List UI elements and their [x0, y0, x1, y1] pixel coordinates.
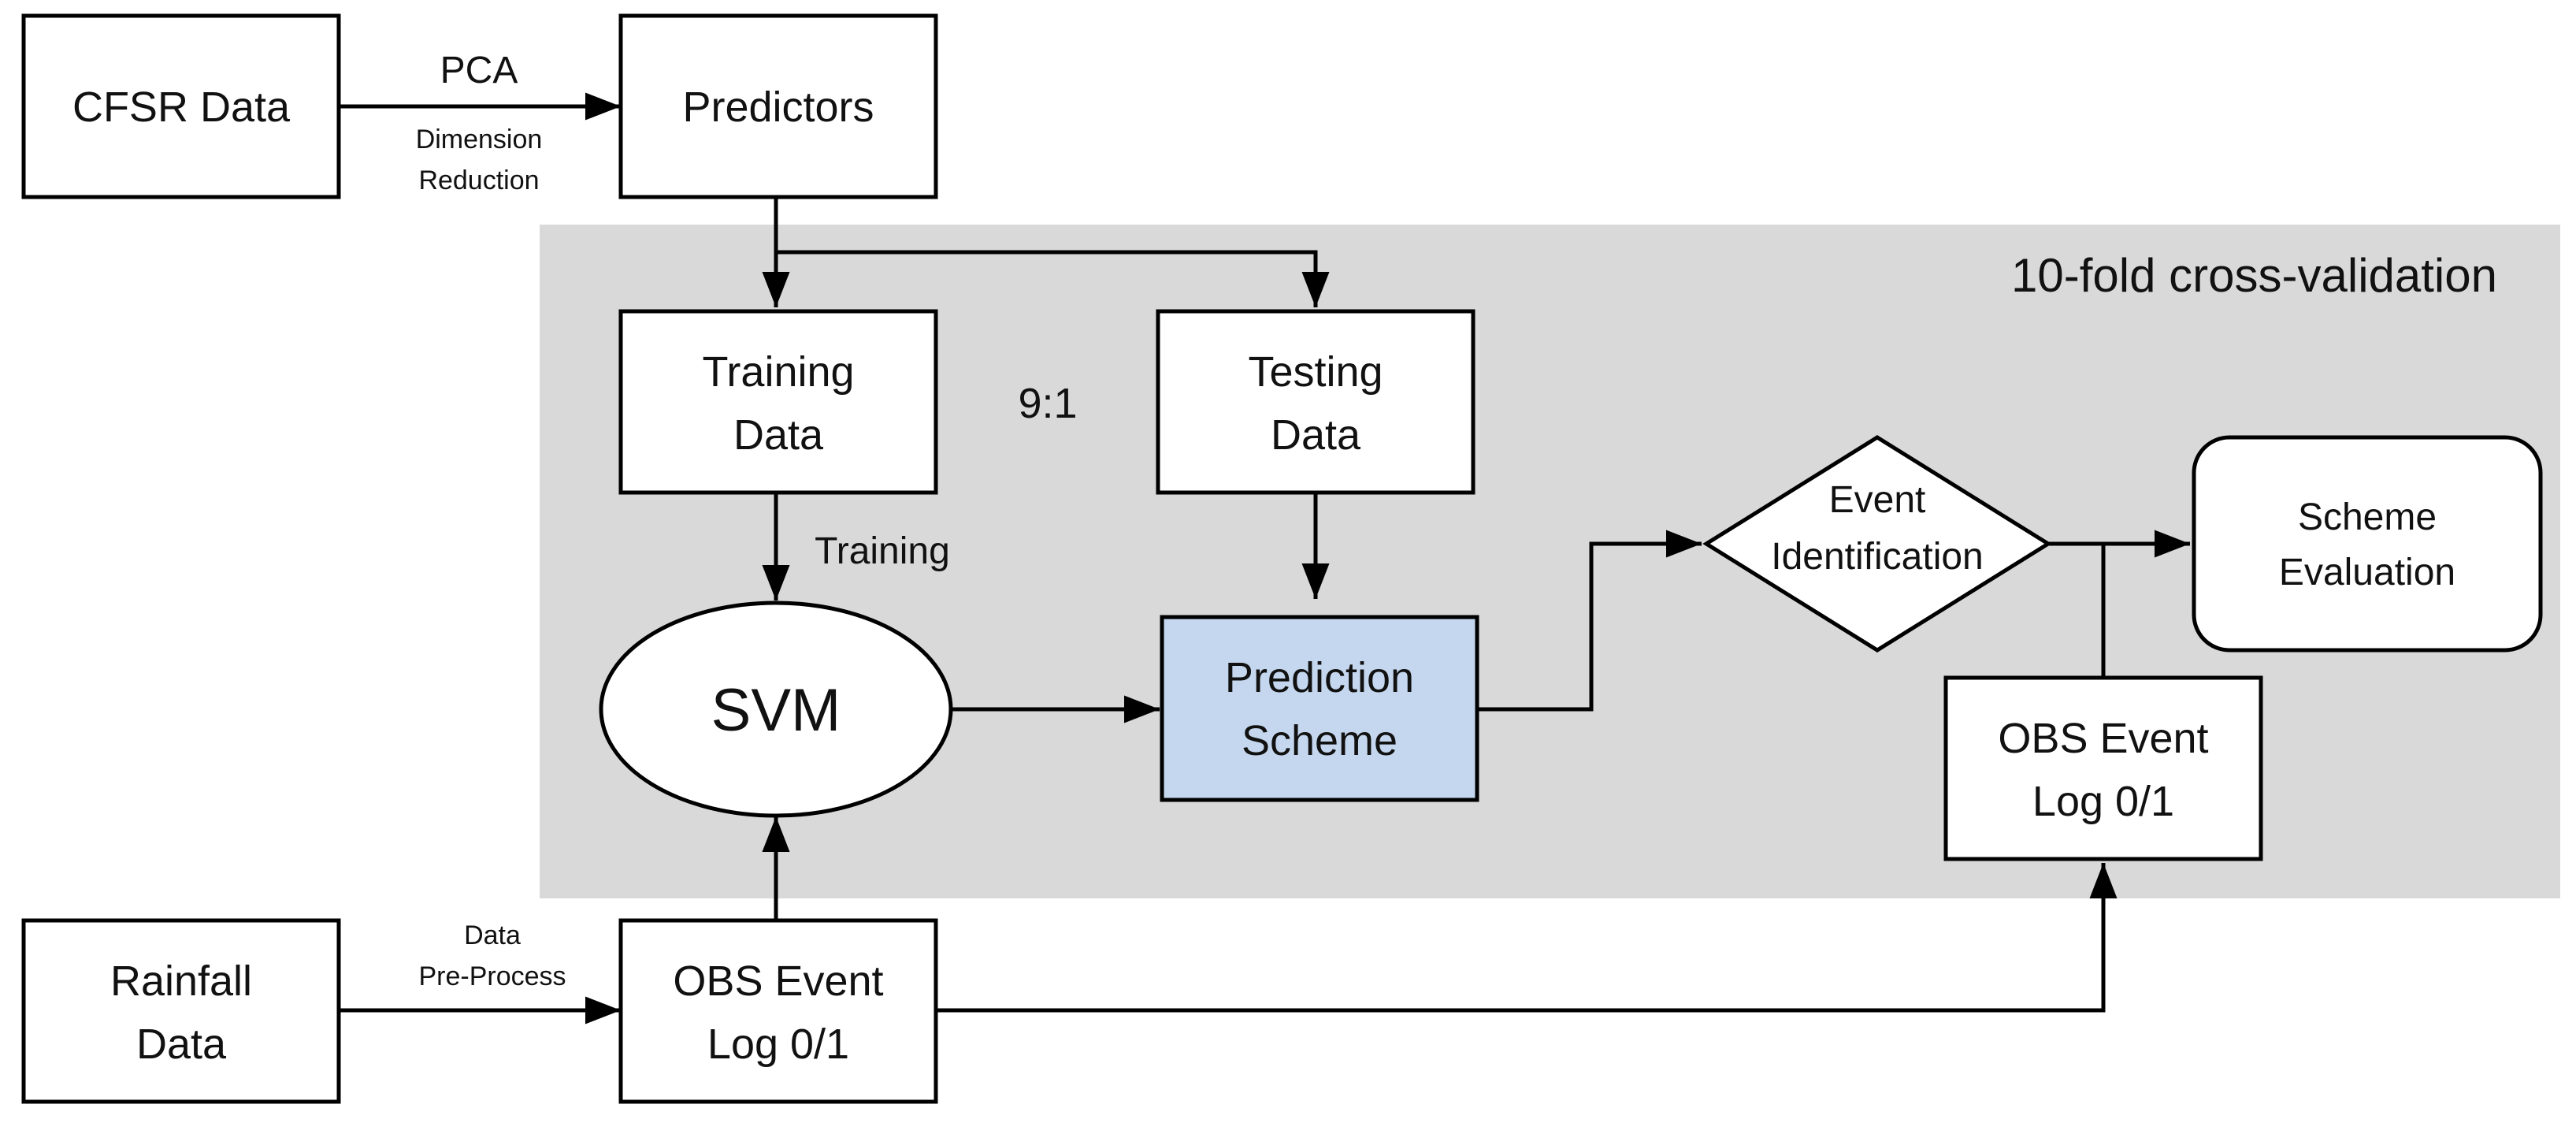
edge-prediction-event: [1477, 530, 1702, 712]
rainfall-data-node: Rainfall Data: [21, 918, 341, 1104]
obs-event-right-line1: OBS Event: [1998, 715, 2208, 762]
predictors-label: Predictors: [682, 84, 874, 131]
prediction-scheme-line2: Scheme: [1242, 717, 1397, 764]
edge-predictors-testing: [776, 250, 1330, 307]
obs-event-right-node: OBS Event Log 0/1: [1943, 675, 2263, 861]
training-data-line2: Data: [733, 411, 824, 459]
svm-node: SVM: [599, 601, 953, 818]
split-ratio-label: 9:1: [1018, 380, 1077, 427]
prediction-scheme-node: Prediction Scheme: [1160, 615, 1479, 802]
training-data-node: Training Data: [618, 309, 938, 495]
event-identification-line2: Identification: [1771, 536, 1984, 578]
predictors-node: Predictors: [618, 13, 938, 199]
reduction-label: Reduction: [418, 165, 539, 195]
obs-event-bottom-line1: OBS Event: [673, 958, 883, 1005]
preprocess-line2: Pre-Process: [418, 961, 566, 991]
event-identification-line1: Event: [1829, 479, 1926, 521]
training-edge-label: Training: [815, 530, 950, 572]
scheme-evaluation-node: Scheme Evaluation: [2192, 435, 2543, 653]
rainfall-line2: Data: [136, 1021, 227, 1068]
testing-data-line1: Testing: [1248, 348, 1383, 396]
testing-data-node: Testing Data: [1156, 309, 1475, 495]
cfsr-label: CFSR Data: [72, 84, 291, 131]
prediction-scheme-line1: Prediction: [1225, 654, 1414, 701]
cross-validation-label: 10-fold cross-validation: [2011, 249, 2497, 302]
pca-label: PCA: [440, 50, 518, 91]
training-data-line1: Training: [702, 348, 854, 396]
cfsr-data-node: CFSR Data: [21, 13, 341, 199]
scheme-evaluation-line1: Scheme: [2298, 496, 2437, 538]
testing-data-line2: Data: [1271, 411, 1361, 459]
rainfall-line1: Rainfall: [110, 958, 252, 1005]
obs-event-bottom-node: OBS Event Log 0/1: [618, 918, 938, 1104]
preprocess-line1: Data: [464, 920, 521, 950]
dimension-label: Dimension: [416, 125, 543, 154]
scheme-evaluation-line2: Evaluation: [2279, 552, 2455, 593]
obs-event-bottom-line2: Log 0/1: [707, 1021, 849, 1068]
svm-label: SVM: [711, 677, 841, 744]
event-identification-node: Event Identification: [1702, 435, 2052, 653]
obs-event-right-line2: Log 0/1: [2032, 778, 2174, 825]
edge-obs-bottom-obs-right: [936, 863, 2118, 1013]
